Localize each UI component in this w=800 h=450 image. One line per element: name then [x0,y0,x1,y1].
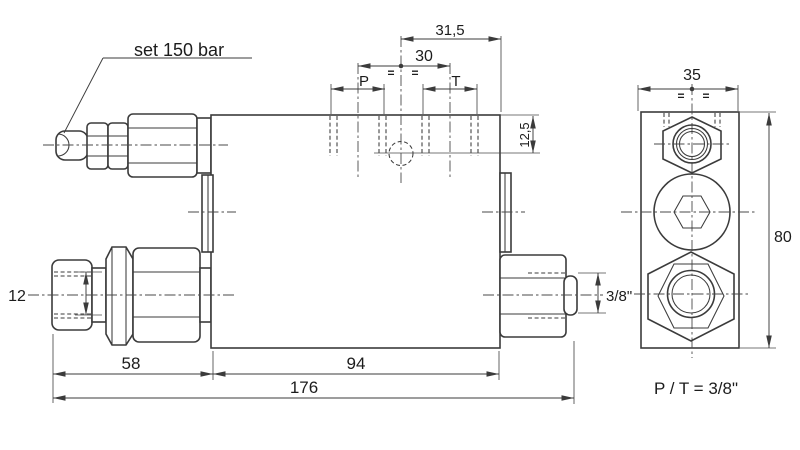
equal-mark-right: = [411,66,418,80]
end-view-block [640,111,740,349]
left-mid-hex [105,246,134,346]
callout-set-pressure: set 150 bar [63,40,252,134]
dim-text-35: 35 [683,67,701,84]
dim-end-width-35: 35 = = [637,67,739,111]
top-hex-nut [662,116,722,174]
relief-neck [196,117,212,174]
right-port-fitting [499,254,578,338]
end-view-top-nut [654,113,730,174]
lock-nut-1 [86,122,109,170]
port-t-label: T [451,73,460,90]
center-dot [689,86,695,92]
center-dot [398,63,404,69]
dim-right-thread-3-8: 3/8" [578,272,632,314]
left-port-fitting [51,246,212,346]
dim-text-94: 94 [347,354,366,373]
relief-valve-fitting [55,113,212,178]
dim-port-spacing-30: 30 = = [358,48,450,80]
equal-mark-right: = [702,89,709,103]
lock-nut-2 [107,122,129,170]
dim-text-3-8: 3/8" [606,288,632,305]
dim-left-thread-12: 12 [8,271,102,316]
right-hex-body [499,254,567,338]
side-view-centerlines [28,36,603,296]
end-view-middle-port [621,173,757,251]
side-view-dimensions: 31,5 30 = = P T 12,5 [8,22,632,404]
valve-body-block [210,114,501,349]
dim-end-height-80: 80 [740,111,792,349]
ports-note: P / T = 3/8" [654,379,738,398]
pressure-setting-label: set 150 bar [134,40,224,60]
dim-text-12: 12 [8,288,26,305]
gauge-hole-hidden-circle [388,140,414,167]
middle-port-circle [653,173,731,251]
equal-mark-left: = [387,66,394,80]
dim-text-31-5: 31,5 [435,22,464,39]
dim-text-12-5: 12,5 [517,122,532,147]
dim-text-58: 58 [122,354,141,373]
dim-text-30: 30 [415,48,433,65]
dim-text-176: 176 [290,378,318,397]
end-view: 35 = = 80 P / T = 3/8" [621,67,792,398]
end-view-bottom-plug [634,251,750,342]
dim-bottom-lengths: 58 94 176 [52,334,575,404]
top-port-hidden-lines [329,114,540,167]
side-view [28,36,603,349]
equal-mark-left: = [677,89,684,103]
dim-port-t: T [422,73,478,114]
dim-port-offset-31-5: 31,5 [401,22,502,112]
bottom-hex-outer [647,251,735,342]
dim-text-80: 80 [774,229,792,246]
bottom-hex-inner [657,263,725,329]
dim-hole-depth-12-5: 12,5 [517,116,536,153]
right-fitting-tip [563,275,578,316]
relief-hex-body [127,113,198,178]
port-p-label: P [359,73,369,90]
dim-port-p: P [330,73,385,114]
